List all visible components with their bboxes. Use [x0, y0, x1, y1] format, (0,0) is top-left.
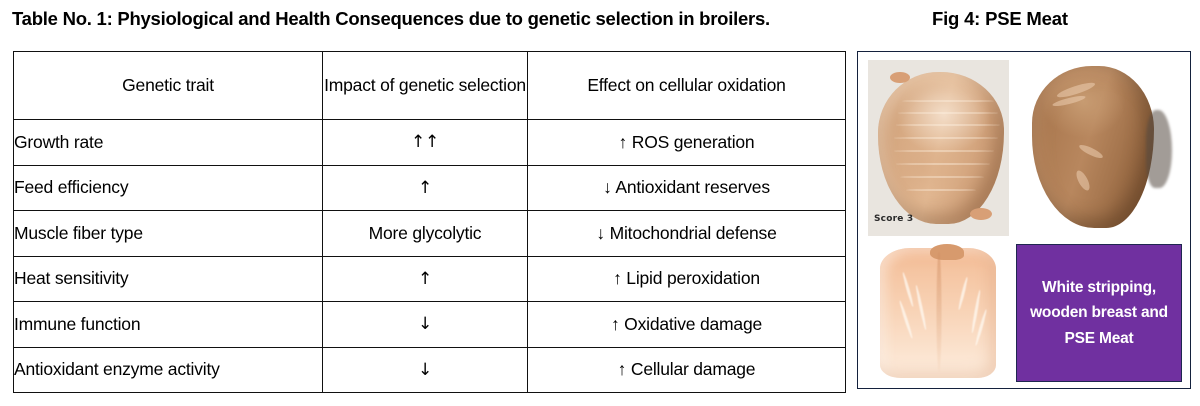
table-row: Antioxidant enzyme activity ↓ ↑ Cellular… [13, 346, 846, 393]
figure-caption-text: White stripping, wooden breast and PSE M… [1030, 279, 1168, 347]
fillet-tip [930, 244, 964, 260]
tissue-nub [970, 208, 992, 220]
table-row: Muscle fiber type More glycolytic ↓ Mito… [13, 210, 846, 257]
muscle-striation [902, 100, 994, 102]
cell-trait: Heat sensitivity [13, 255, 323, 302]
cell-trait: Growth rate [13, 119, 323, 166]
column-header-impact: Impact of genetic selection [322, 51, 528, 120]
muscle-striation [900, 176, 984, 178]
table-body: Growth rate ↑↑ ↑ ROS generation Feed eff… [13, 119, 846, 393]
muscle-striation [896, 124, 1000, 126]
wooden-breast-photo: Score 3 [868, 60, 1009, 236]
cell-effect: ↑ Oxidative damage [527, 301, 846, 348]
cell-effect: ↓ Antioxidant reserves [527, 164, 846, 211]
pse-breast-flesh [1032, 66, 1154, 228]
cell-trait: Antioxidant enzyme activity [13, 346, 323, 393]
column-header-genetic-trait: Genetic trait [13, 51, 323, 120]
tissue-nub [890, 72, 910, 83]
cell-effect: ↑ ROS generation [527, 119, 846, 166]
titles-row: Table No. 1: Physiological and Health Co… [0, 0, 1200, 48]
page-title: Table No. 1: Physiological and Health Co… [12, 8, 770, 29]
cell-impact: ↑ [322, 164, 528, 211]
muscle-striation [896, 163, 990, 165]
genetic-trait-table: Genetic trait Impact of genetic selectio… [13, 51, 846, 393]
muscle-striation [894, 137, 998, 139]
white-striping-photo [868, 244, 1010, 384]
table-row: Feed efficiency ↑ ↓ Antioxidant reserves [13, 164, 846, 211]
figure-caption-box: White stripping, wooden breast and PSE M… [1016, 244, 1182, 382]
score-label: Score 3 [874, 214, 914, 224]
figure-panel: Score 3 White stripping, wooden breast a… [857, 51, 1191, 389]
column-header-effect: Effect on cellular oxidation [527, 51, 846, 120]
pse-breast-photo [1016, 60, 1182, 236]
cell-impact: More glycolytic [322, 210, 528, 257]
table-header-row: Genetic trait Impact of genetic selectio… [13, 51, 846, 120]
table-header: Genetic trait Impact of genetic selectio… [13, 51, 846, 120]
cell-impact: ↑↑ [322, 119, 528, 166]
cell-trait: Feed efficiency [13, 164, 323, 211]
cell-impact: ↓ [322, 301, 528, 348]
cell-effect: ↑ Cellular damage [527, 346, 846, 393]
pse-breast-shadow [1146, 110, 1172, 188]
table-row: Immune function ↓ ↑ Oxidative damage [13, 301, 846, 348]
cell-effect: ↑ Lipid peroxidation [527, 255, 846, 302]
muscle-striation [906, 189, 976, 191]
fillet-cleft [936, 252, 942, 372]
cell-trait: Immune function [13, 301, 323, 348]
cell-impact: ↓ [322, 346, 528, 393]
table-row: Heat sensitivity ↑ ↑ Lipid peroxidation [13, 255, 846, 302]
muscle-striation [894, 150, 994, 152]
cell-impact: ↑ [322, 255, 528, 302]
muscle-striation [898, 112, 998, 114]
table-row: Growth rate ↑↑ ↑ ROS generation [13, 119, 846, 166]
wooden-breast-flesh [878, 72, 1004, 224]
cell-trait: Muscle fiber type [13, 210, 323, 257]
figure-title: Fig 4: PSE Meat [932, 8, 1068, 29]
cell-effect: ↓ Mitochondrial defense [527, 210, 846, 257]
